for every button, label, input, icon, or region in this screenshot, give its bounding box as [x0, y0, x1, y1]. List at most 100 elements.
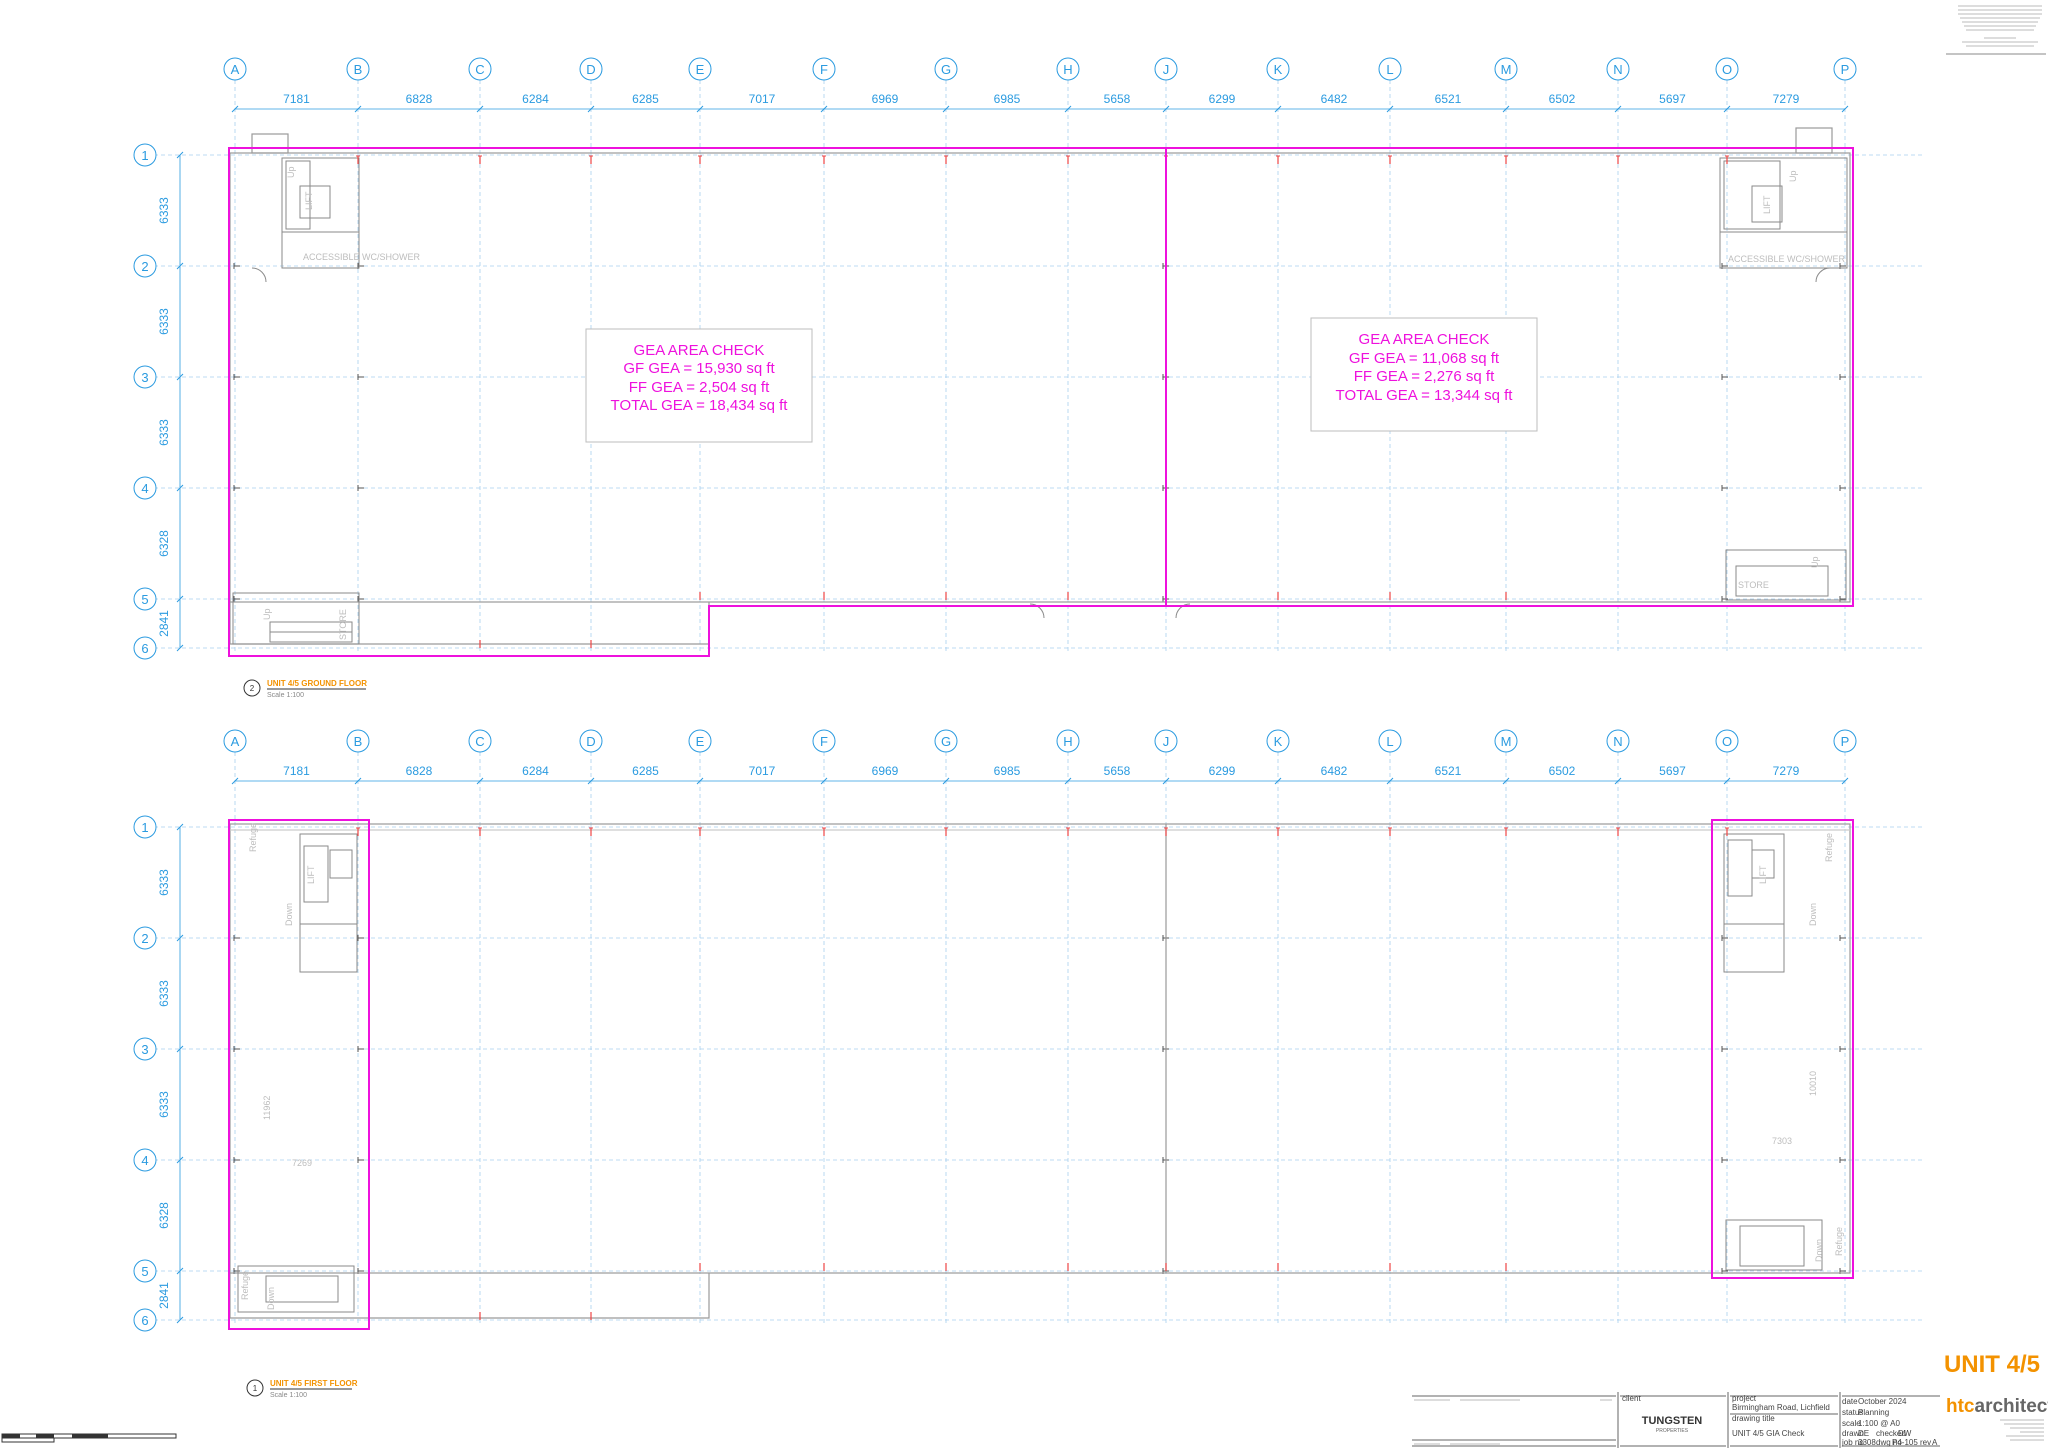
stair-down-label: Down [1808, 903, 1818, 926]
gea-outline-first [228, 819, 1854, 1330]
dimension-tick [1064, 777, 1072, 785]
grid-bubble-row [133, 365, 157, 389]
status-label: status [1842, 1408, 1863, 1417]
grid-column-dimension: 6285 [632, 764, 659, 778]
grid-column-dimension: 6969 [872, 92, 899, 106]
grid-bubble-column [468, 57, 492, 81]
grid-bubble-column [1378, 57, 1402, 81]
drawing-title-label: drawing title [1732, 1414, 1775, 1423]
refuge-label: Refuge [240, 1271, 250, 1300]
grid-column-dimension: 6828 [406, 764, 433, 778]
grid-bubble-column [1266, 57, 1290, 81]
firm-logo: htcarchitects [1946, 1396, 2048, 1417]
gea-area-box-left: GEA AREA CHECK GF GEA = 15,930 sq ft FF … [585, 328, 813, 443]
grid-row-dimension: 6333 [157, 308, 171, 335]
grid-bubble-row [133, 254, 157, 278]
dimension-tick [820, 105, 828, 113]
dimension-tick [1502, 105, 1510, 113]
grid-bubble-column [934, 57, 958, 81]
grid-column-dimension: 6828 [406, 92, 433, 106]
grid-row-label: 3 [141, 1042, 148, 1057]
dimension-tick [1614, 105, 1622, 113]
stair-up-label: Up [1810, 556, 1820, 568]
grid-column-dimension: 7279 [1773, 764, 1800, 778]
client-label: client [1622, 1394, 1641, 1403]
grid-column-label: H [1063, 734, 1072, 749]
grid-column-label: J [1163, 62, 1170, 77]
dimension-tick [231, 105, 239, 113]
grid-column-dimension: 5697 [1659, 92, 1686, 106]
grid-bubble-row [133, 926, 157, 950]
dimension-tick [176, 934, 184, 942]
grid-row-dimension: 6333 [157, 980, 171, 1007]
grid-column-dimension: 6521 [1435, 92, 1462, 106]
grid-column-label: C [475, 62, 484, 77]
dimension-tick [176, 644, 184, 652]
dimension-tick [820, 777, 828, 785]
structural-grid-lines [140, 80, 1925, 1324]
grid-bubble-row [133, 636, 157, 660]
dimension-tick [176, 595, 184, 603]
grid-column-label: O [1722, 62, 1732, 77]
dimension-tick [696, 777, 704, 785]
unit-label: UNIT 4/5 [1944, 1351, 2040, 1378]
grid-column-dimension: 6285 [632, 92, 659, 106]
dimension-tick [1841, 105, 1849, 113]
grid-column-label: B [354, 734, 363, 749]
grid-bubble-column [579, 729, 603, 753]
dimension-tick [176, 151, 184, 159]
grid-bubble-row [133, 143, 157, 167]
grid-column-dimension: 6299 [1209, 92, 1236, 106]
accessible-shower-label: ACCESSIBLE WC/SHOWER [1728, 254, 1846, 264]
grid-bubble-row [133, 587, 157, 611]
gea-outline-ground [228, 147, 1854, 657]
grid-bubble-column [1606, 729, 1630, 753]
room-dimension: 11962 [262, 1096, 272, 1120]
grid-bubble-column [1266, 729, 1290, 753]
grid-row-label: 1 [141, 148, 148, 163]
grid-column-dimension: 6502 [1549, 92, 1576, 106]
grid-row-label: 5 [141, 592, 148, 607]
store-label: STORE [1738, 580, 1769, 590]
checked-value: DW [1898, 1429, 1912, 1438]
grid-column-label: L [1386, 734, 1393, 749]
drawing-title: UNIT 4/5 GIA Check [1732, 1429, 1805, 1438]
drawn-value: DE [1858, 1429, 1869, 1438]
accessible-shower-label: ACCESSIBLE WC/SHOWER [303, 252, 421, 262]
floor-scale: Scale 1:100 [270, 1392, 307, 1399]
dimension-tick [1841, 777, 1849, 785]
lift-label: LIFT [1758, 865, 1768, 884]
gea-heading: GEA AREA CHECK [1359, 331, 1490, 348]
grid-column-dimension: 6969 [872, 764, 899, 778]
grid-row-label: 1 [141, 820, 148, 835]
grid-column-label: G [941, 734, 951, 749]
floor-title: UNIT 4/5 GROUND FLOOR [267, 679, 367, 688]
grid-bubble-column [688, 57, 712, 81]
room-dimension: 10010 [1808, 1071, 1818, 1096]
grid-bubble-column [1154, 729, 1178, 753]
grid-column-dimension: 7181 [283, 764, 310, 778]
grid-row-label: 5 [141, 1264, 148, 1279]
grid-bubble-row [133, 815, 157, 839]
lift-label: LIFT [304, 191, 314, 210]
grid-row-label: 2 [141, 259, 148, 274]
grid-column-label: K [1274, 734, 1283, 749]
grid-column-label: D [586, 734, 595, 749]
grid-column-label: E [696, 734, 705, 749]
grid-column-label: M [1501, 734, 1512, 749]
dimension-tick [1274, 777, 1282, 785]
grid-bubble-column [1715, 57, 1739, 81]
ground-floor-plan: Up LIFT ACCESSIBLE WC/SHOWER Up STORE Up… [228, 127, 1854, 699]
first-floor-title: 1 UNIT 4/5 FIRST FLOOR Scale 1:100 [246, 1379, 358, 1399]
stair-down-label: Down [266, 1287, 276, 1310]
grid-column-label: A [231, 62, 240, 77]
drawn-label: drawn [1842, 1429, 1864, 1438]
date-label: date [1842, 1397, 1858, 1406]
grid-column-dimension: 5658 [1104, 92, 1131, 106]
grid-bubble-column [346, 57, 370, 81]
lift-label: LIFT [1762, 195, 1772, 214]
grid-column-label: P [1841, 62, 1850, 77]
dimension-tick [176, 1316, 184, 1324]
dimension-tick [587, 105, 595, 113]
